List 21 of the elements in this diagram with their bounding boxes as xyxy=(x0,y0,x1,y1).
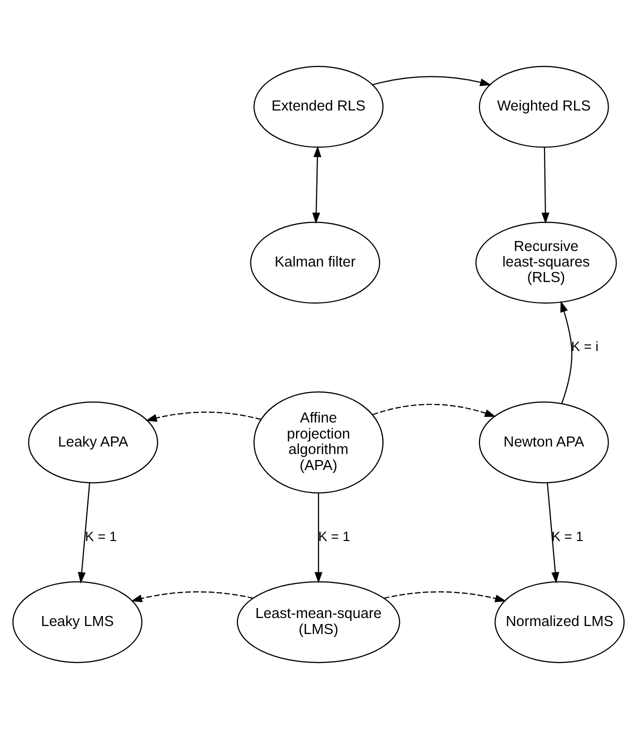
arrow xyxy=(314,493,322,584)
arrow xyxy=(372,76,492,86)
arrow xyxy=(78,482,90,584)
arrow xyxy=(312,146,322,224)
arrow xyxy=(146,412,262,422)
edge-label: K = 1 xyxy=(552,528,584,544)
node-ellipse: Least-mean-square (LMS) xyxy=(236,581,400,664)
arrow xyxy=(372,404,496,417)
arrow xyxy=(542,148,550,224)
arrow xyxy=(546,482,560,584)
edge-label: K = i xyxy=(571,338,598,354)
arrow xyxy=(130,591,254,602)
arrow xyxy=(560,300,572,404)
node-ellipse: Recursive least-squares (RLS) xyxy=(475,222,617,304)
node-ellipse: Affine projection algorithm (APA) xyxy=(253,391,384,494)
node-ellipse: Kalman filter xyxy=(250,222,380,304)
node-ellipse: Extended RLS xyxy=(253,66,384,148)
arrow xyxy=(384,591,506,602)
node-ellipse: Newton APA xyxy=(478,402,609,484)
edge-label: K = 1 xyxy=(318,528,350,544)
edge-label: K = 1 xyxy=(85,528,117,544)
